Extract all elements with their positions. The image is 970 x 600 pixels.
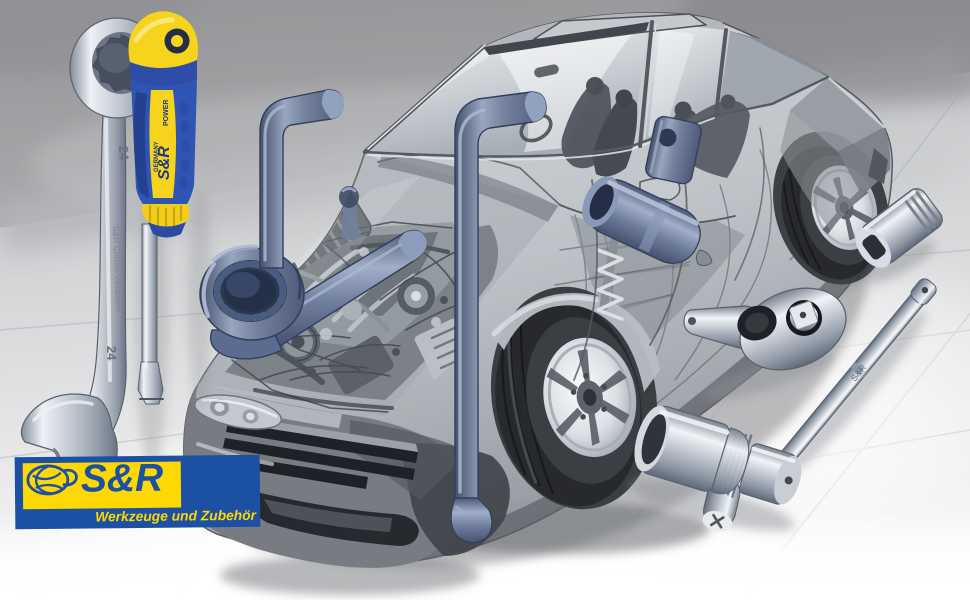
tire-iron xyxy=(450,91,547,544)
brand-logo: S&R Werkzeuge und Zubehör xyxy=(14,454,261,530)
body-lines xyxy=(362,20,830,381)
screwdriver-brand: S&R xyxy=(156,146,173,180)
extension-bar: S&R xyxy=(777,278,937,467)
wheel-bolt-socket xyxy=(582,115,702,264)
wrench-engraving: S&R Chrom-Vanadium xyxy=(111,226,124,312)
hex-socket xyxy=(855,188,943,268)
brand-tagline: Werkzeuge und Zubehör xyxy=(95,507,257,525)
wrench-size-lower: 24 xyxy=(104,346,119,361)
screwdriver-origin: GERMANY xyxy=(154,141,160,172)
t-handle-socket xyxy=(634,405,802,532)
wrench-size-upper: 24 xyxy=(116,145,132,161)
shifter-knob xyxy=(339,186,360,240)
screwdriver-sub: POWER xyxy=(163,100,170,126)
ratchet xyxy=(683,287,847,371)
headlight xyxy=(193,394,283,430)
screwdriver: S&R POWER GERMANY xyxy=(128,11,198,405)
roof xyxy=(483,12,828,77)
screwdriver-shaft xyxy=(137,223,164,405)
screwdriver-handle: S&R POWER GERMANY xyxy=(128,11,198,238)
offset-ring-wrench xyxy=(199,229,427,360)
brand-swirl-icon xyxy=(26,464,78,496)
rear-body xyxy=(780,75,891,230)
suspension xyxy=(596,237,624,321)
brand-name: S&R xyxy=(80,456,164,501)
hook-pry-bar xyxy=(259,89,344,269)
front-wheel xyxy=(495,300,642,507)
